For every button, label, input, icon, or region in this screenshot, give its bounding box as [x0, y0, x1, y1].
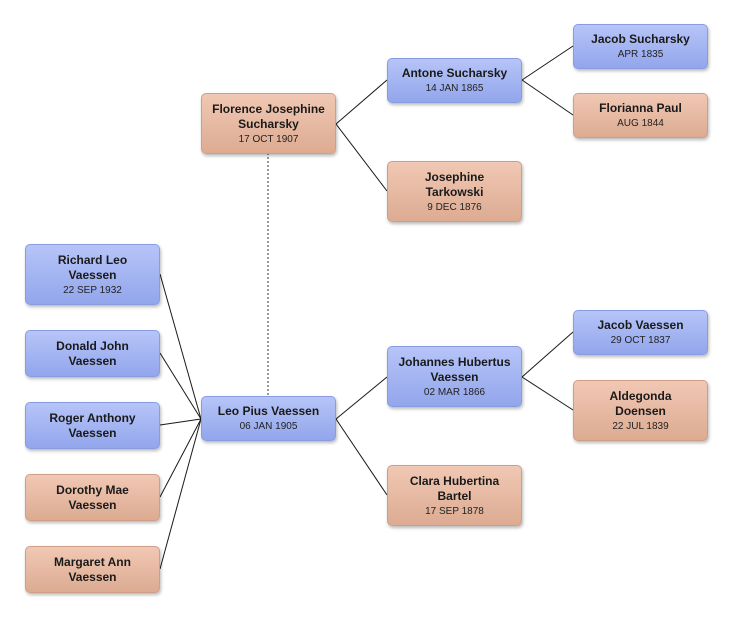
line-florence-josephine — [335, 123, 388, 192]
person-date: 02 MAR 1866 — [423, 386, 486, 398]
person-florianna-paul[interactable]: Florianna Paul AUG 1844 — [573, 93, 708, 138]
person-name: Margaret Ann Vaessen — [54, 554, 131, 584]
person-josephine-tarkowski[interactable]: Josephine Tarkowski 9 DEC 1876 — [387, 161, 522, 222]
person-date: 14 JAN 1865 — [425, 83, 484, 94]
person-margaret-vaessen[interactable]: Margaret Ann Vaessen — [25, 546, 160, 593]
line-johannes-jacob — [521, 331, 574, 378]
line-florence-antone — [335, 79, 388, 125]
person-date: 9 DEC 1876 — [427, 201, 482, 213]
person-name: Leo Pius Vaessen — [217, 404, 320, 418]
person-name: Richard Leo Vaessen — [57, 252, 128, 282]
person-name: Johannes Hubertus Vaessen — [398, 354, 511, 384]
person-date: 29 OCT 1837 — [610, 335, 671, 346]
person-antone-sucharsky[interactable]: Antone Sucharsky 14 JAN 1865 — [387, 58, 522, 103]
person-johannes-vaessen[interactable]: Johannes Hubertus Vaessen 02 MAR 1866 — [387, 346, 522, 407]
line-roger-leo — [159, 418, 202, 426]
person-date: 17 OCT 1907 — [238, 133, 299, 145]
person-name: Dorothy Mae Vaessen — [56, 482, 129, 512]
person-aldegonda-doensen[interactable]: Aldegonda Doensen 22 JUL 1839 — [573, 380, 708, 441]
person-date: 22 JUL 1839 — [612, 420, 669, 432]
person-richard-vaessen[interactable]: Richard Leo Vaessen 22 SEP 1932 — [25, 244, 160, 305]
line-johannes-aldegonda — [521, 376, 574, 411]
person-name: Aldegonda Doensen — [609, 388, 672, 418]
person-leo-vaessen[interactable]: Leo Pius Vaessen 06 JAN 1905 — [201, 396, 336, 441]
person-name: Antone Sucharsky — [401, 66, 508, 80]
person-name: Donald John Vaessen — [56, 338, 129, 368]
person-roger-vaessen[interactable]: Roger Anthony Vaessen — [25, 402, 160, 449]
person-name: Florianna Paul — [599, 101, 682, 115]
person-florence-sucharsky[interactable]: Florence Josephine Sucharsky 17 OCT 1907 — [201, 93, 336, 154]
person-name: Josephine Tarkowski — [424, 169, 485, 199]
person-clara-bartel[interactable]: Clara Hubertina Bartel 17 SEP 1878 — [387, 465, 522, 526]
person-name: Jacob Vaessen — [597, 318, 684, 332]
person-date: APR 1835 — [617, 49, 664, 60]
person-jacob-vaessen[interactable]: Jacob Vaessen 29 OCT 1837 — [573, 310, 708, 355]
person-dorothy-vaessen[interactable]: Dorothy Mae Vaessen — [25, 474, 160, 521]
line-margaret-leo — [159, 418, 202, 570]
line-richard-leo — [159, 273, 202, 420]
person-name: Clara Hubertina Bartel — [409, 473, 500, 503]
person-date: 17 SEP 1878 — [425, 505, 484, 517]
person-name: Roger Anthony Vaessen — [49, 410, 136, 440]
person-name: Jacob Sucharsky — [591, 32, 690, 46]
line-antone-florianna — [521, 79, 574, 116]
line-leo-clara — [335, 418, 388, 496]
person-jacob-sucharsky[interactable]: Jacob Sucharsky APR 1835 — [573, 24, 708, 69]
line-leo-johannes — [335, 376, 388, 420]
person-date: 22 SEP 1932 — [63, 284, 122, 296]
line-dorothy-leo — [159, 418, 202, 498]
person-date: 06 JAN 1905 — [239, 421, 298, 432]
person-date: AUG 1844 — [617, 118, 664, 129]
line-antone-jacob — [521, 45, 574, 81]
person-name: Florence Josephine Sucharsky — [212, 101, 325, 131]
person-donald-vaessen[interactable]: Donald John Vaessen — [25, 330, 160, 377]
line-donald-leo — [159, 352, 202, 420]
